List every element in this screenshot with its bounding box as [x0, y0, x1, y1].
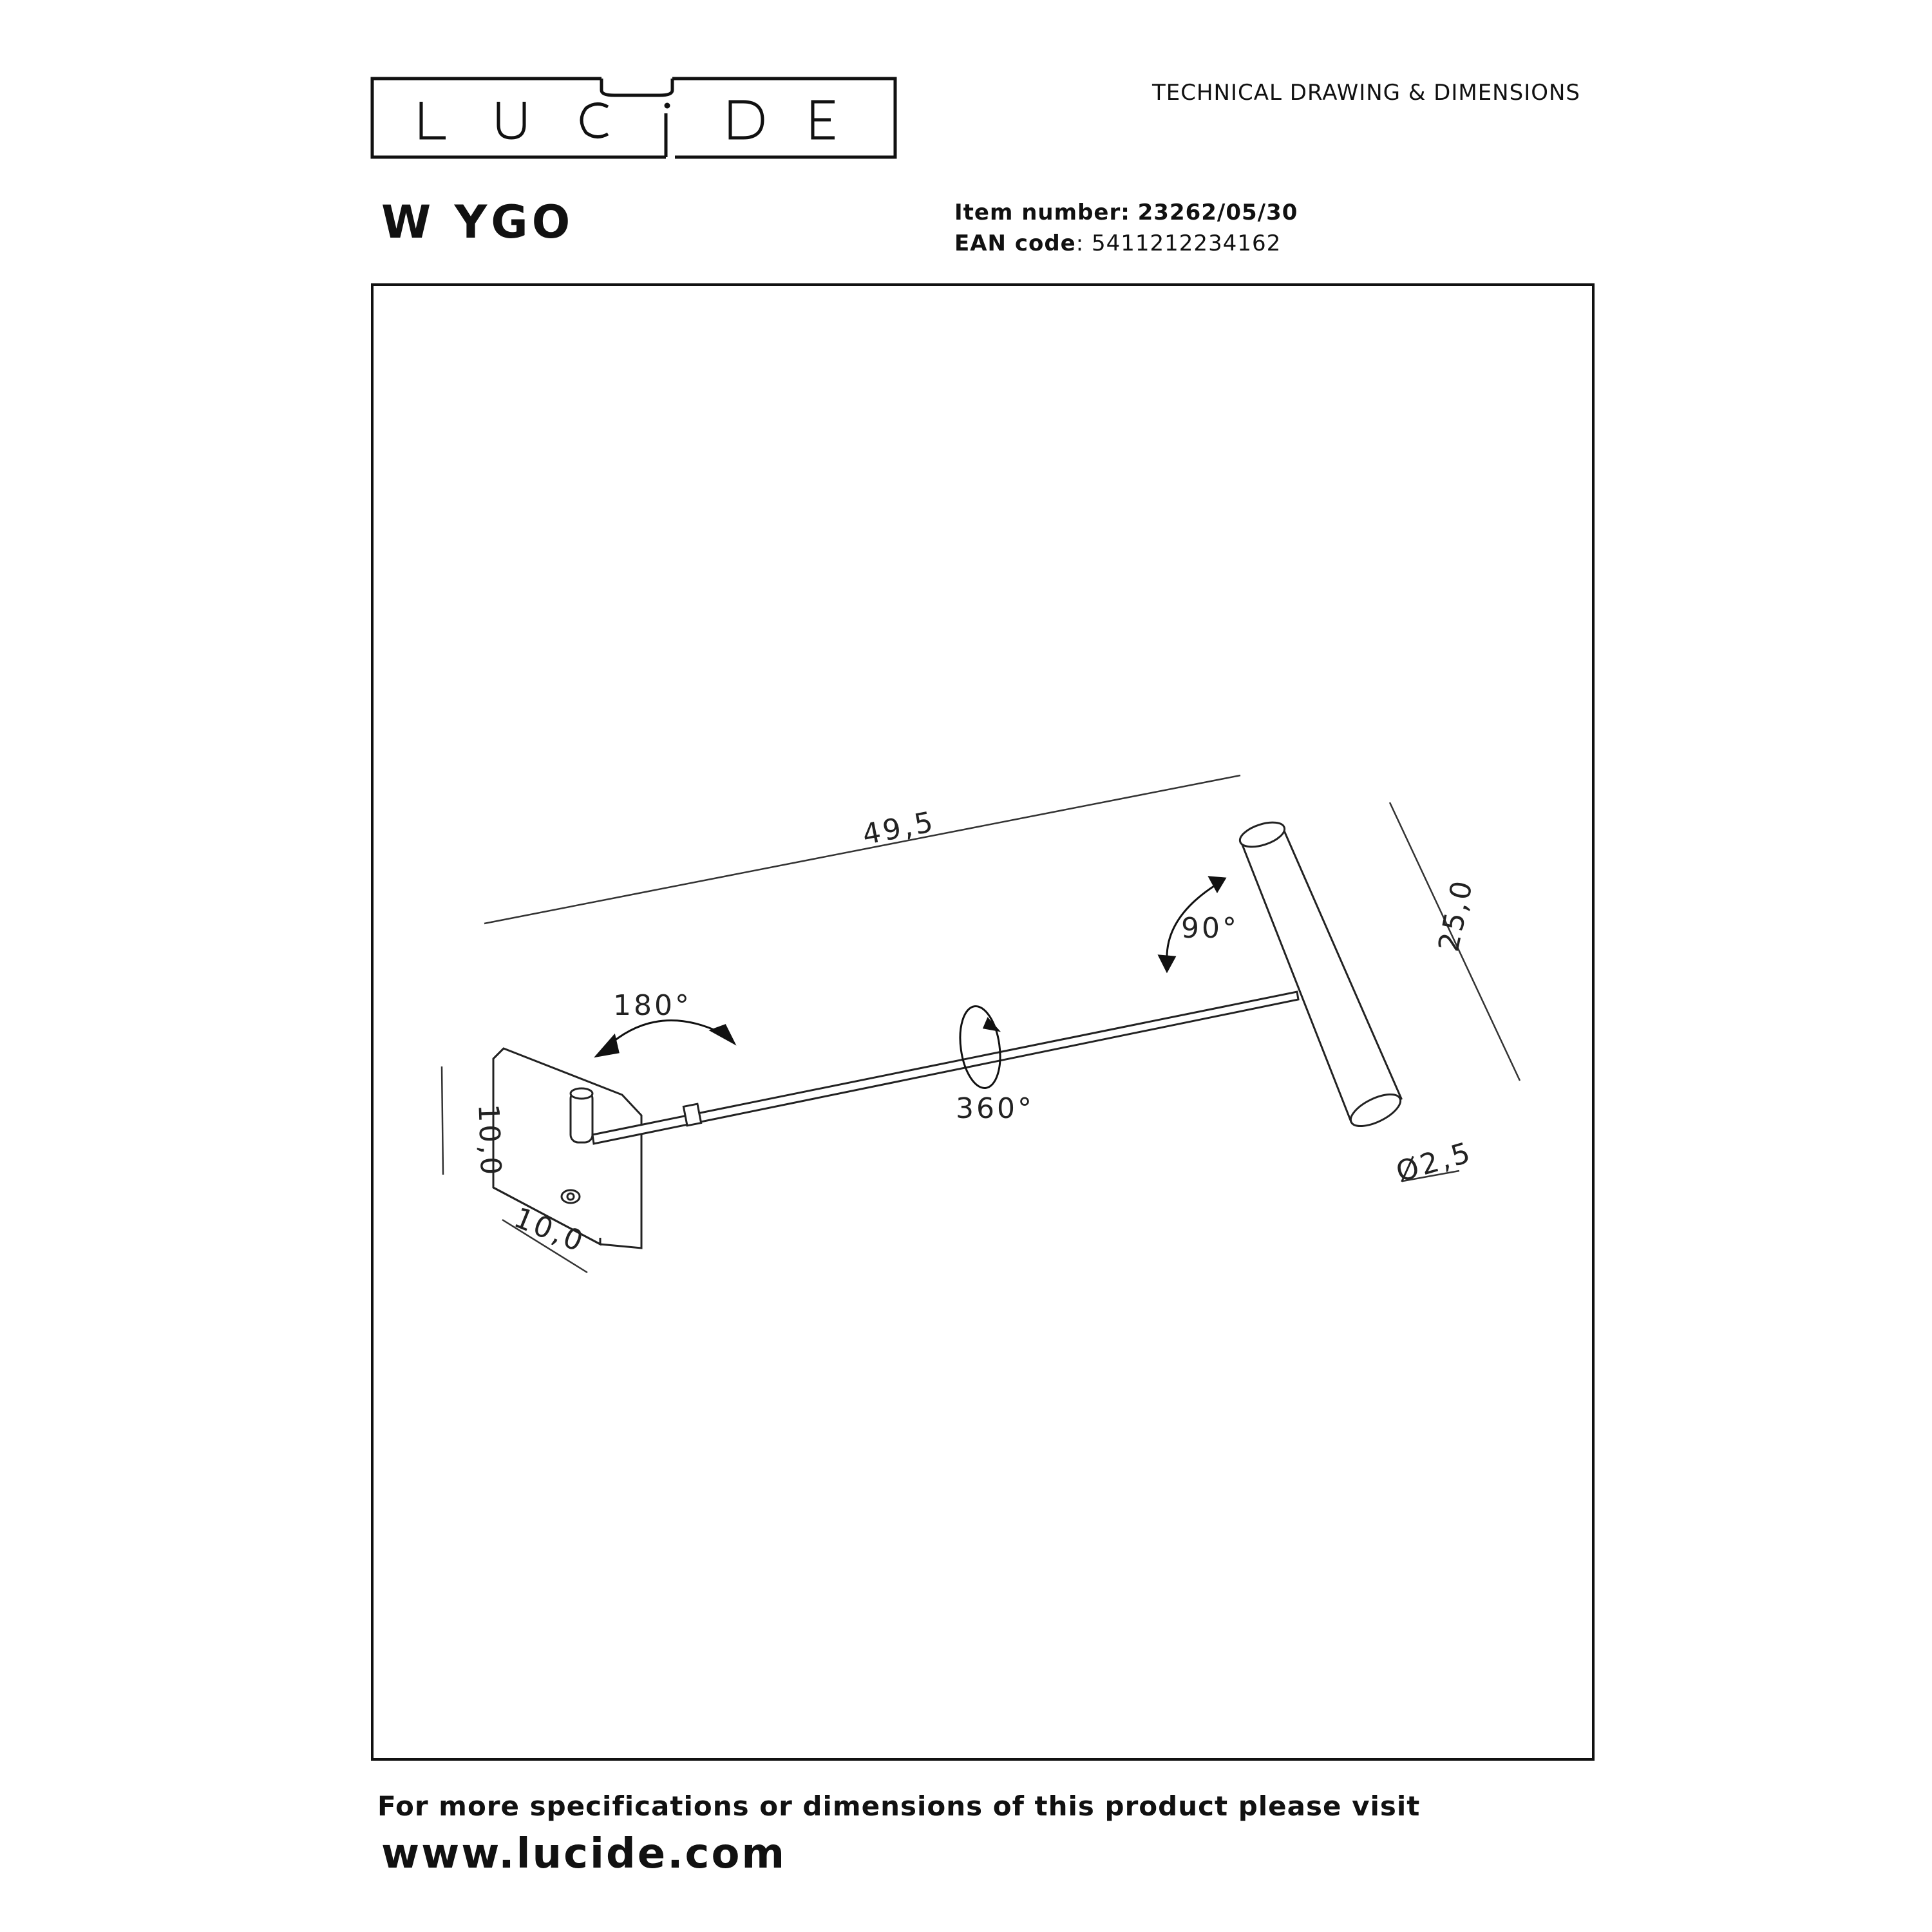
head-length-label: 25,0 — [1432, 876, 1480, 954]
base-height-label: 10,0 — [471, 1103, 507, 1178]
wall-base — [492, 1047, 643, 1249]
lamp-arm — [591, 990, 1300, 1145]
lamp-head — [1238, 821, 1403, 1128]
dimension-line-base-width — [502, 1218, 588, 1274]
dimension-line-base-height — [440, 1066, 444, 1175]
item-number: 23262/05/30 — [1137, 200, 1298, 225]
item-info: Item number: 23262/05/30 EAN code: 54112… — [954, 197, 1298, 259]
ean-label: EAN code — [954, 231, 1076, 256]
technical-drawing-frame: 49,5 25,0 Ø2,5 10,0 10,0 180° 360° 90° — [371, 283, 1595, 1761]
dimension-line-head — [1388, 802, 1521, 1081]
base-screw — [560, 1189, 581, 1204]
product-name: W YGO — [381, 196, 574, 249]
rotation-arrow-180 — [594, 1019, 737, 1058]
footer-url-link[interactable]: www.lucide.com — [381, 1830, 787, 1878]
ean-row: EAN code: 5411212234162 — [954, 228, 1298, 259]
rotation-arm-label: 360° — [956, 1092, 1034, 1125]
rotation-head-label: 90° — [1181, 912, 1239, 945]
footer-text: For more specifications or dimensions of… — [377, 1790, 1421, 1822]
overall-length-label: 49,5 — [860, 805, 938, 851]
lucide-logo-icon — [370, 77, 897, 159]
rotation-base-label: 180° — [613, 989, 692, 1022]
item-number-row: Item number: 23262/05/30 — [954, 197, 1298, 228]
base-hinge — [569, 1087, 594, 1144]
document-type: TECHNICAL DRAWING & DIMENSIONS — [1152, 80, 1580, 106]
dimension-line-diameter — [1402, 1170, 1460, 1182]
rotation-arrow-360 — [959, 1005, 1001, 1090]
technical-drawing: 49,5 25,0 Ø2,5 10,0 10,0 180° 360° 90° — [440, 774, 1521, 1274]
item-number-label: Item number: — [954, 200, 1130, 225]
ean-value: : 5411212234162 — [1075, 231, 1282, 256]
head-diameter-label: Ø2,5 — [1392, 1136, 1476, 1189]
lucide-logo — [370, 76, 898, 160]
rotation-arrow-90 — [1157, 876, 1227, 974]
dimension-line-length — [484, 774, 1241, 925]
